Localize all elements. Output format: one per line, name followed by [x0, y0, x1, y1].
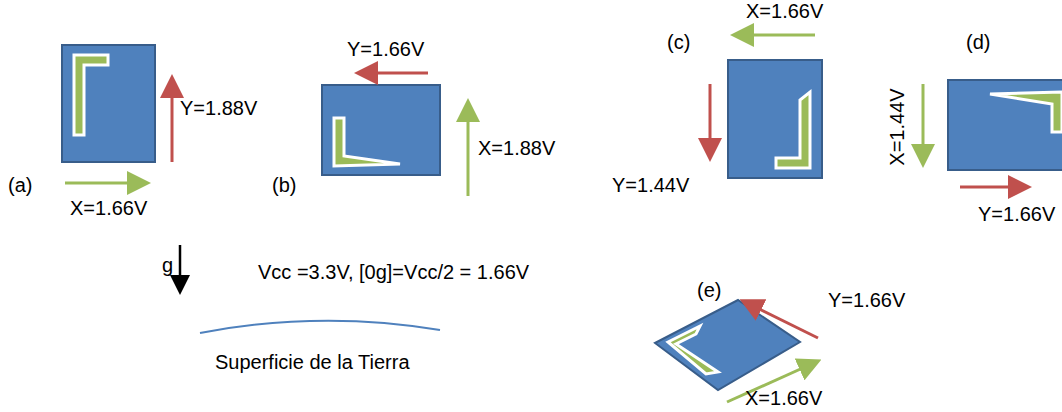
axis-voltage: Y=1.66V: [828, 289, 905, 312]
panel-letter: (e): [697, 279, 721, 302]
y-axis-arrow: [709, 84, 712, 156]
gravity-symbol: g: [162, 254, 173, 277]
x-axis-arrow: [467, 104, 470, 196]
sensor-board: [655, 300, 800, 390]
axis-voltage: Y=1.66V: [978, 203, 1055, 226]
gravity-arrow: [179, 245, 182, 290]
y-axis-arrow: [745, 302, 818, 338]
panel-letter: (d): [966, 31, 990, 54]
panel-letter: (b): [272, 174, 296, 197]
axis-voltage: Y=1.44V: [612, 174, 689, 197]
x-axis-arrow: [922, 84, 925, 162]
axis-voltage: Y=1.66V: [347, 38, 424, 61]
axis-voltage: X=1.66V: [746, 0, 823, 23]
panel-letter: (a): [8, 174, 32, 197]
x-axis-arrow: [736, 34, 815, 37]
y-axis-arrow: [960, 186, 1026, 189]
y-axis-arrow: [171, 80, 174, 162]
axis-voltage: X=1.88V: [478, 137, 555, 160]
axis-voltage: X=1.44V: [886, 88, 909, 165]
orientation-mark: [334, 118, 400, 166]
axis-voltage: X=1.66V: [70, 197, 147, 220]
reference-note: Vcc =3.3V, [0g]=Vcc/2 = 1.66V: [258, 261, 529, 284]
orientation-mark: [776, 92, 810, 168]
orientation-mark: [990, 92, 1062, 132]
sensor-board: [62, 45, 155, 162]
sensor-board: [728, 60, 822, 178]
earth-label: Superficie de la Tierra: [215, 351, 410, 374]
axis-voltage: Y=1.88V: [180, 97, 257, 120]
x-axis-arrow: [65, 182, 145, 185]
axis-voltage: X=1.66V: [745, 387, 822, 410]
y-axis-arrow: [360, 72, 428, 75]
sensor-board: [322, 85, 440, 175]
orientation-mark: [668, 326, 718, 374]
earth-surface: [200, 321, 440, 333]
panel-letter: (c): [667, 31, 690, 54]
sensor-board: [948, 80, 1062, 170]
orientation-mark: [74, 55, 108, 135]
